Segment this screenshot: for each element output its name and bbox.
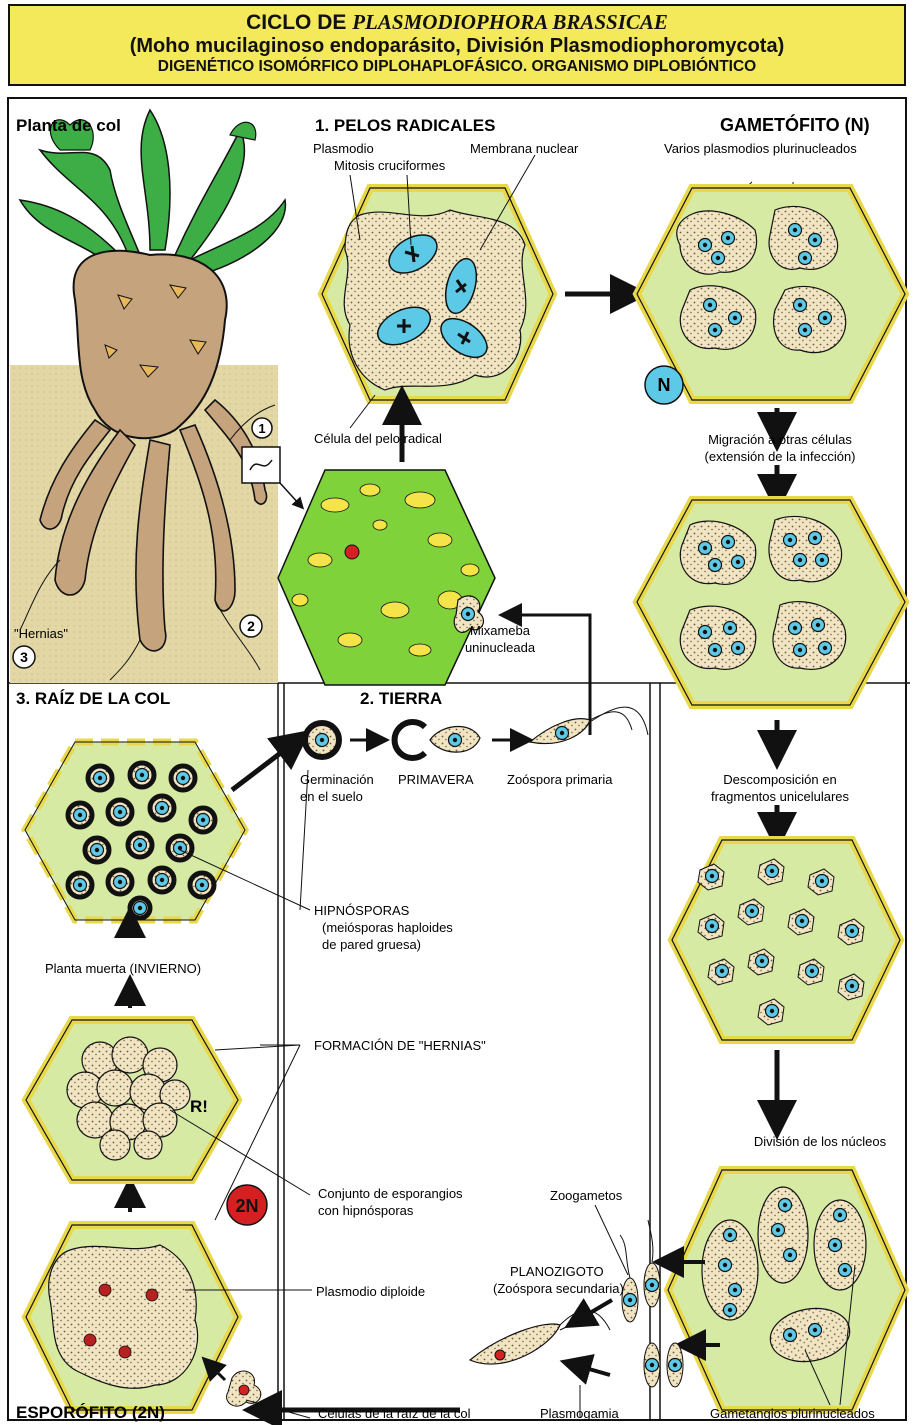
label-hipnosporas-3: de pared gruesa) — [322, 937, 421, 952]
label-planozigoto-2: (Zoóspora secundaria) — [493, 1281, 624, 1296]
label-pelos-radicales: 1. PELOS RADICALES — [315, 116, 495, 135]
label-zoogametos: Zoogametos — [550, 1188, 623, 1203]
label-migracion-1: Migración a otras células — [708, 432, 852, 447]
marker-2: 2 — [240, 615, 262, 637]
label-plasmodio-diploide: Plasmodio diploide — [316, 1284, 425, 1299]
marker-2-text: 2 — [247, 618, 255, 634]
label-gametangios: Gametangios plurinucleados — [710, 1406, 875, 1421]
label-membrana: Membrana nuclear — [470, 141, 579, 156]
marker-1: 1 — [252, 418, 272, 438]
marker-3: 3 — [13, 646, 35, 668]
gametangia-cell — [668, 1170, 905, 1410]
fragmented-cell — [672, 840, 900, 1040]
marker-3-text: 3 — [20, 649, 28, 665]
label-formacion-hernias: FORMACIÓN DE "HERNIAS" — [314, 1038, 486, 1053]
infected-cell-2 — [637, 500, 905, 705]
label-migracion-2: (extensión de la infección) — [704, 449, 855, 464]
marker-1-text: 1 — [258, 421, 265, 436]
n-badge-label: N — [658, 375, 671, 395]
label-hipnosporas-1: HIPNÓSPORAS — [314, 903, 410, 918]
label-division-nucleos: División de los núcleos — [754, 1134, 887, 1149]
label-varios-plasmodios: Varios plasmodios plurinucleados — [664, 141, 857, 156]
label-conjunto-1: Conjunto de esporangios — [318, 1186, 463, 1201]
label-planozigoto-1: PLANOZIGOTO — [510, 1264, 604, 1279]
label-celulas-raiz: Células de la raíz de la col — [318, 1406, 471, 1421]
soil-row — [305, 707, 648, 758]
arrow-to-germination — [232, 742, 295, 790]
label-planta-muerta: Planta muerta (INVIERNO) — [45, 961, 201, 976]
planozygote — [470, 1324, 560, 1364]
sporophyte-cell — [26, 1225, 261, 1410]
label-zoospora-primaria: Zoóspora primaria — [507, 772, 613, 787]
twon-badge-label: 2N — [235, 1196, 258, 1216]
label-mitosis: Mitosis cruciformes — [334, 158, 446, 173]
label-mixameba-1: Mixameba — [470, 623, 531, 638]
label-plasmodio: Plasmodio — [313, 141, 374, 156]
inset-arrow — [280, 483, 300, 505]
label-esporofito: ESPORÓFITO (2N) — [16, 1403, 165, 1422]
green-root-hair-cell — [278, 470, 495, 685]
label-gametofito: GAMETÓFITO (N) — [720, 114, 870, 135]
label-hernias: "Hernias" — [14, 626, 68, 641]
label-germinacion-1: Germinación — [300, 772, 374, 787]
label-conjunto-2: con hipnósporas — [318, 1203, 414, 1218]
label-mixameba-2: uninucleada — [465, 640, 536, 655]
label-plasmogamia: Plasmogamia — [540, 1406, 620, 1421]
label-celula-pelo: Célula del pelo radical — [314, 431, 442, 446]
label-tierra: 2. TIERRA — [360, 689, 442, 708]
label-descomposicion-2: fragmentos unicelulares — [711, 789, 850, 804]
label-germinacion-2: en el suelo — [300, 789, 363, 804]
hypnospore-cell — [25, 742, 245, 920]
label-planta-de-col: Planta de col — [16, 116, 121, 135]
label-descomposicion-1: Descomposición en — [723, 772, 836, 787]
label-hipnosporas-2: (meiósporas haploides — [322, 920, 453, 935]
cabbage-plant-illustration — [10, 110, 300, 683]
gametophyte-cell — [637, 188, 905, 400]
label-ri: R! — [190, 1097, 208, 1116]
label-primavera: PRIMAVERA — [398, 772, 474, 787]
label-raiz-col: 3. RAÍZ DE LA COL — [16, 689, 170, 708]
